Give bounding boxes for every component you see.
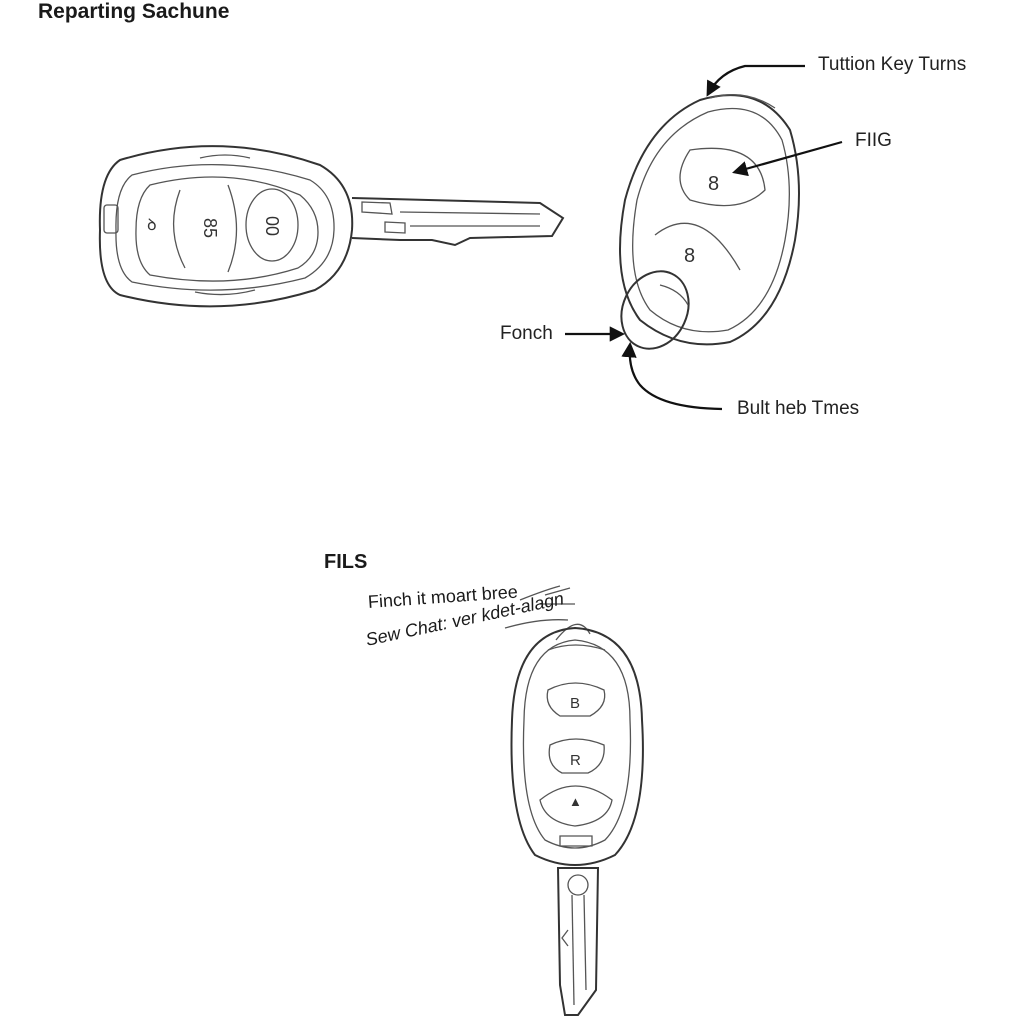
key3-button-top: B <box>570 695 580 712</box>
label-fiig: FIIG <box>855 130 892 151</box>
label-tuttion-key-turns: Tuttion Key Turns <box>818 54 967 75</box>
arrow-tuttion <box>706 64 805 97</box>
label-fonch: Fonch <box>500 323 553 344</box>
remote-fob-tilted: 8 8 <box>619 94 800 350</box>
key2-button-top: 8 <box>708 173 719 195</box>
flip-key-fob: ꝺ 85 00 <box>98 145 565 308</box>
key1-button-left: ꝺ <box>147 217 157 234</box>
scribble-strokes <box>519 585 575 605</box>
key-ring-icon <box>620 270 690 350</box>
remote-fob-vertical: B R ▲ <box>510 623 644 1016</box>
note-pointer-line <box>504 619 569 629</box>
key1-button-right: 00 <box>262 216 282 236</box>
label-bult-heb-tmes: Bult heb Tmes <box>737 398 860 419</box>
key3-button-bottom: ▲ <box>569 794 582 809</box>
arrow-fiig <box>732 140 843 177</box>
section-label: FILS <box>324 551 368 573</box>
key2-button-bottom: 8 <box>684 245 695 267</box>
arrow-bult <box>621 341 723 411</box>
key3-button-middle: R <box>570 752 581 769</box>
key1-button-center: 85 <box>200 218 220 238</box>
page-title: Reparting Sachune <box>38 0 230 23</box>
